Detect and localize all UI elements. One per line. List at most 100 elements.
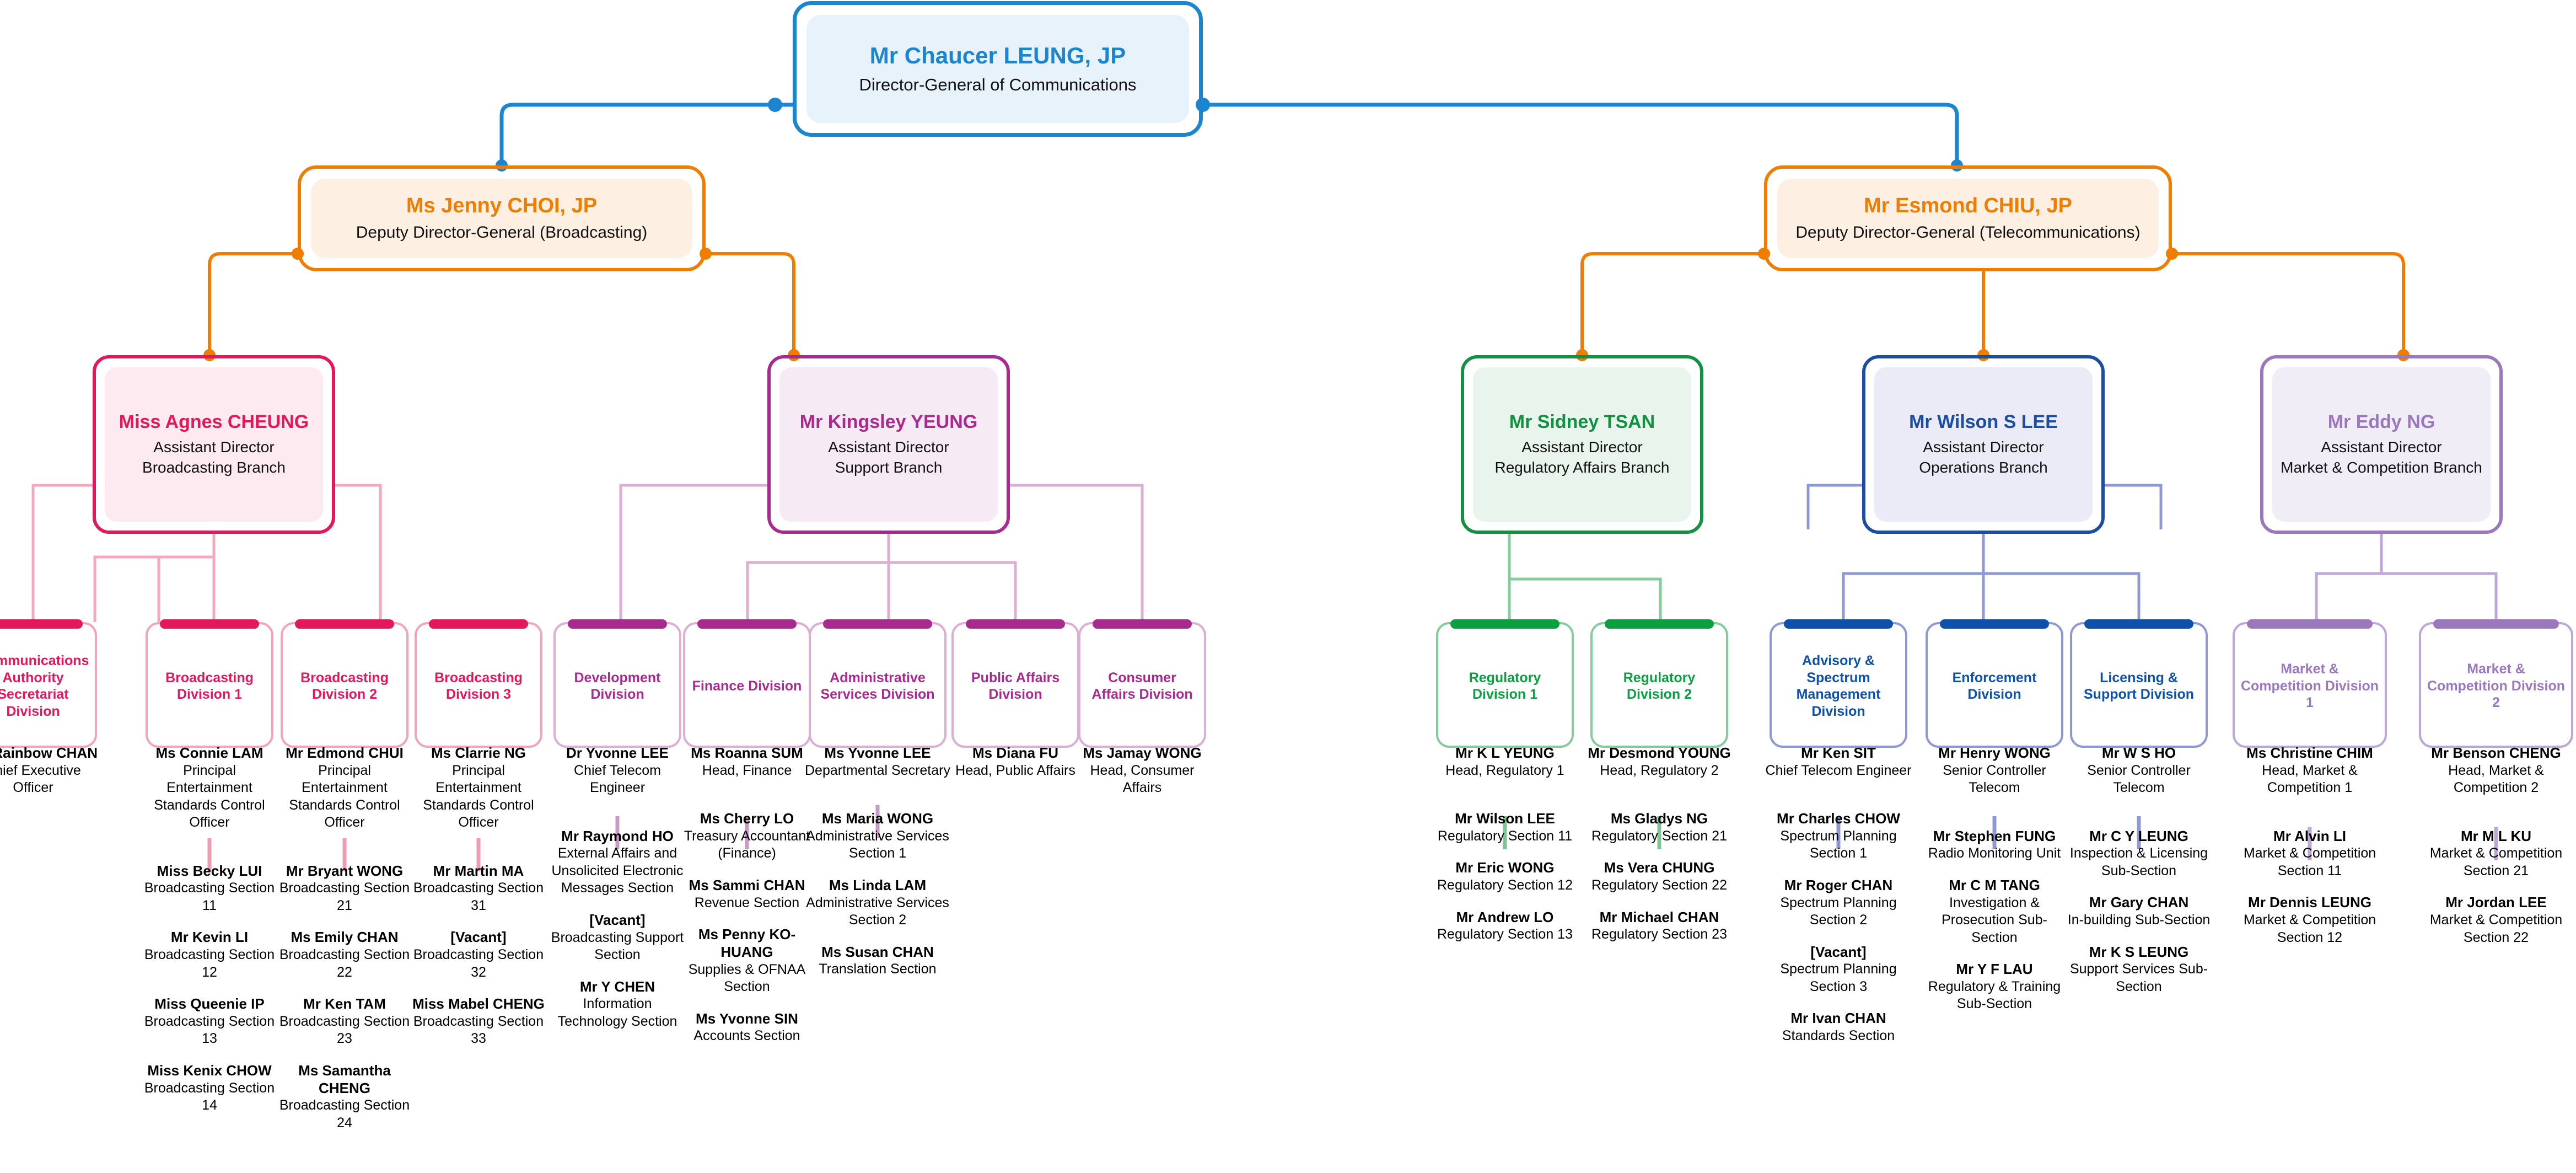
division-box-mc2[interactable]: Market & Competition Division 2 — [2419, 619, 2573, 748]
staff-entry: [Vacant]Broadcasting Support Section — [548, 912, 686, 964]
staff-name: Ms Yvonne SIN — [696, 1010, 798, 1027]
staff-name: Ms Susan CHAN — [821, 943, 934, 960]
staff-role: Regulatory Section 23 — [1591, 926, 1727, 942]
staff-name: Miss Queenie IP — [154, 995, 265, 1013]
staff-name: Mr Dennis LEUNG — [2248, 894, 2371, 911]
staff-name: [Vacant] — [450, 929, 507, 946]
division-box-cad[interactable]: Consumer Affairs Division — [1078, 619, 1206, 748]
division-label: Enforcement Division — [1952, 669, 2037, 703]
ad-name: Mr Eddy NG — [2327, 411, 2435, 432]
staff-role: Broadcasting Section 24 — [279, 1097, 410, 1131]
ad-title-line2: Operations Branch — [1919, 459, 2048, 476]
card-deputy-telecommunications[interactable]: Mr Esmond CHIU, JP Deputy Director-Gener… — [1764, 165, 2172, 271]
card-director-general[interactable]: Mr Chaucer LEUNG, JP Director-General of… — [793, 1, 1203, 137]
staff-name: Ms Roanna SUM — [691, 744, 803, 761]
division-box-cap — [2433, 619, 2559, 629]
division-label: Consumer Affairs Division — [1091, 669, 1193, 703]
staff-name: Mr Wilson LEE — [1455, 810, 1555, 827]
division-box-bd1[interactable]: Broadcasting Division 1 — [146, 619, 273, 748]
staff-role: Principal Entertainment Standards Contro… — [154, 762, 265, 831]
ad-title-line2: Support Branch — [835, 459, 943, 476]
card-ad-support-branch[interactable]: Mr Kingsley YEUNG Assistant Director Sup… — [767, 355, 1010, 534]
staff-role: Spectrum Planning Section 3 — [1780, 961, 1897, 994]
staff-role: Head, Consumer Affairs — [1090, 762, 1195, 796]
staff-name: Mr Y CHEN — [579, 978, 655, 995]
staff-name: Mr Andrew LO — [1456, 908, 1554, 925]
staff-name: Mr Ken TAM — [303, 995, 386, 1013]
deputy-telecom-title: Deputy Director-General (Telecommunicati… — [1795, 223, 2141, 242]
staff-role: External Affairs and Unsolicited Electro… — [551, 845, 684, 896]
division-box-bd2[interactable]: Broadcasting Division 2 — [281, 619, 408, 748]
ad-title-line2: Regulatory Affairs Branch — [1494, 459, 1670, 476]
staff-role: Spectrum Planning Section 2 — [1780, 895, 1897, 928]
card-ad-market-competition-branch[interactable]: Mr Eddy NG Assistant Director Market & C… — [2260, 355, 2503, 534]
staff-name: Mr Charles CHOW — [1777, 810, 1900, 827]
card-ad-broadcasting-branch[interactable]: Miss Agnes CHEUNG Assistant Director Bro… — [93, 355, 335, 534]
division-box-bd3[interactable]: Broadcasting Division 3 — [415, 619, 542, 748]
ad-name: Miss Agnes CHEUNG — [119, 411, 309, 432]
staff-role: Radio Monitoring Unit — [1928, 845, 2061, 861]
staff-role: Chief Telecom Engineer — [1765, 762, 1912, 778]
card-deputy-broadcasting[interactable]: Ms Jenny CHOI, JP Deputy Director-Genera… — [298, 165, 706, 271]
staff-role: Broadcasting Section 23 — [279, 1013, 410, 1047]
staff-role: Chief Telecom Engineer — [574, 762, 661, 796]
staff-role: Regulatory Section 22 — [1591, 877, 1727, 893]
division-box-cas[interactable]: Communications Authority Secretariat Div… — [0, 619, 97, 748]
staff-name: Miss Mabel CHENG — [412, 995, 545, 1013]
deputy-broadcasting-name: Ms Jenny CHOI, JP — [406, 194, 598, 217]
division-box-cap — [1605, 619, 1714, 629]
staff-name: Mr Bryant WONG — [286, 862, 404, 879]
card-inner: Mr Esmond CHIU, JP Deputy Director-Gener… — [1777, 179, 2159, 258]
staff-role: Revenue Section — [694, 895, 800, 910]
card-ad-operations-branch[interactable]: Mr Wilson S LEE Assistant Director Opera… — [1862, 355, 2105, 534]
division-box-pad[interactable]: Public Affairs Division — [951, 619, 1079, 748]
division-box-asm[interactable]: Advisory & Spectrum Management Division — [1770, 619, 1907, 748]
division-box-asd[interactable]: Administrative Services Division — [809, 619, 946, 748]
staff-role: Broadcasting Section 13 — [144, 1013, 275, 1047]
card-inner: Mr Kingsley YEUNG Assistant Director Sup… — [779, 367, 998, 522]
staff-name: Mr K S LEUNG — [2089, 943, 2189, 960]
division-box-dev[interactable]: Development Division — [553, 619, 681, 748]
division-box-cap — [1784, 619, 1893, 629]
division-box-rd2[interactable]: Regulatory Division 2 — [1590, 619, 1728, 748]
deputy-telecom-name: Mr Esmond CHIU, JP — [1864, 194, 2072, 217]
staff-name: Mr Desmond YOUNG — [1588, 744, 1731, 761]
card-ad-regulatory-affairs-branch[interactable]: Mr Sidney TSAN Assistant Director Regula… — [1461, 355, 1703, 534]
dg-title: Director-General of Communications — [859, 75, 1137, 95]
division-label: Public Affairs Division — [971, 669, 1060, 703]
division-box-mc1[interactable]: Market & Competition Division 1 — [2233, 619, 2387, 748]
staff-name: Ms Penny KO-HUANG — [698, 926, 796, 960]
staff-name: Mr C M TANG — [1949, 876, 2040, 893]
division-box-rd1[interactable]: Regulatory Division 1 — [1436, 619, 1574, 748]
staff-role: Broadcasting Section 22 — [279, 947, 410, 980]
staff-name: Ms Jamay WONG — [1083, 744, 1202, 761]
staff-name: Ms Christine CHIM — [2246, 744, 2373, 761]
division-box-lsd[interactable]: Licensing & Support Division — [2070, 619, 2208, 748]
card-inner: Mr Chaucer LEUNG, JP Director-General of… — [806, 15, 1189, 123]
division-box-enf[interactable]: Enforcement Division — [1926, 619, 2063, 748]
division-box-fin[interactable]: Finance Division — [683, 619, 811, 748]
staff-name: Ms Yvonne LEE — [824, 744, 931, 761]
staff-role: Departmental Secretary — [804, 762, 950, 778]
staff-role: Market & Competition Section 11 — [2243, 845, 2376, 879]
staff-role: Regulatory Section 11 — [1437, 828, 1573, 844]
